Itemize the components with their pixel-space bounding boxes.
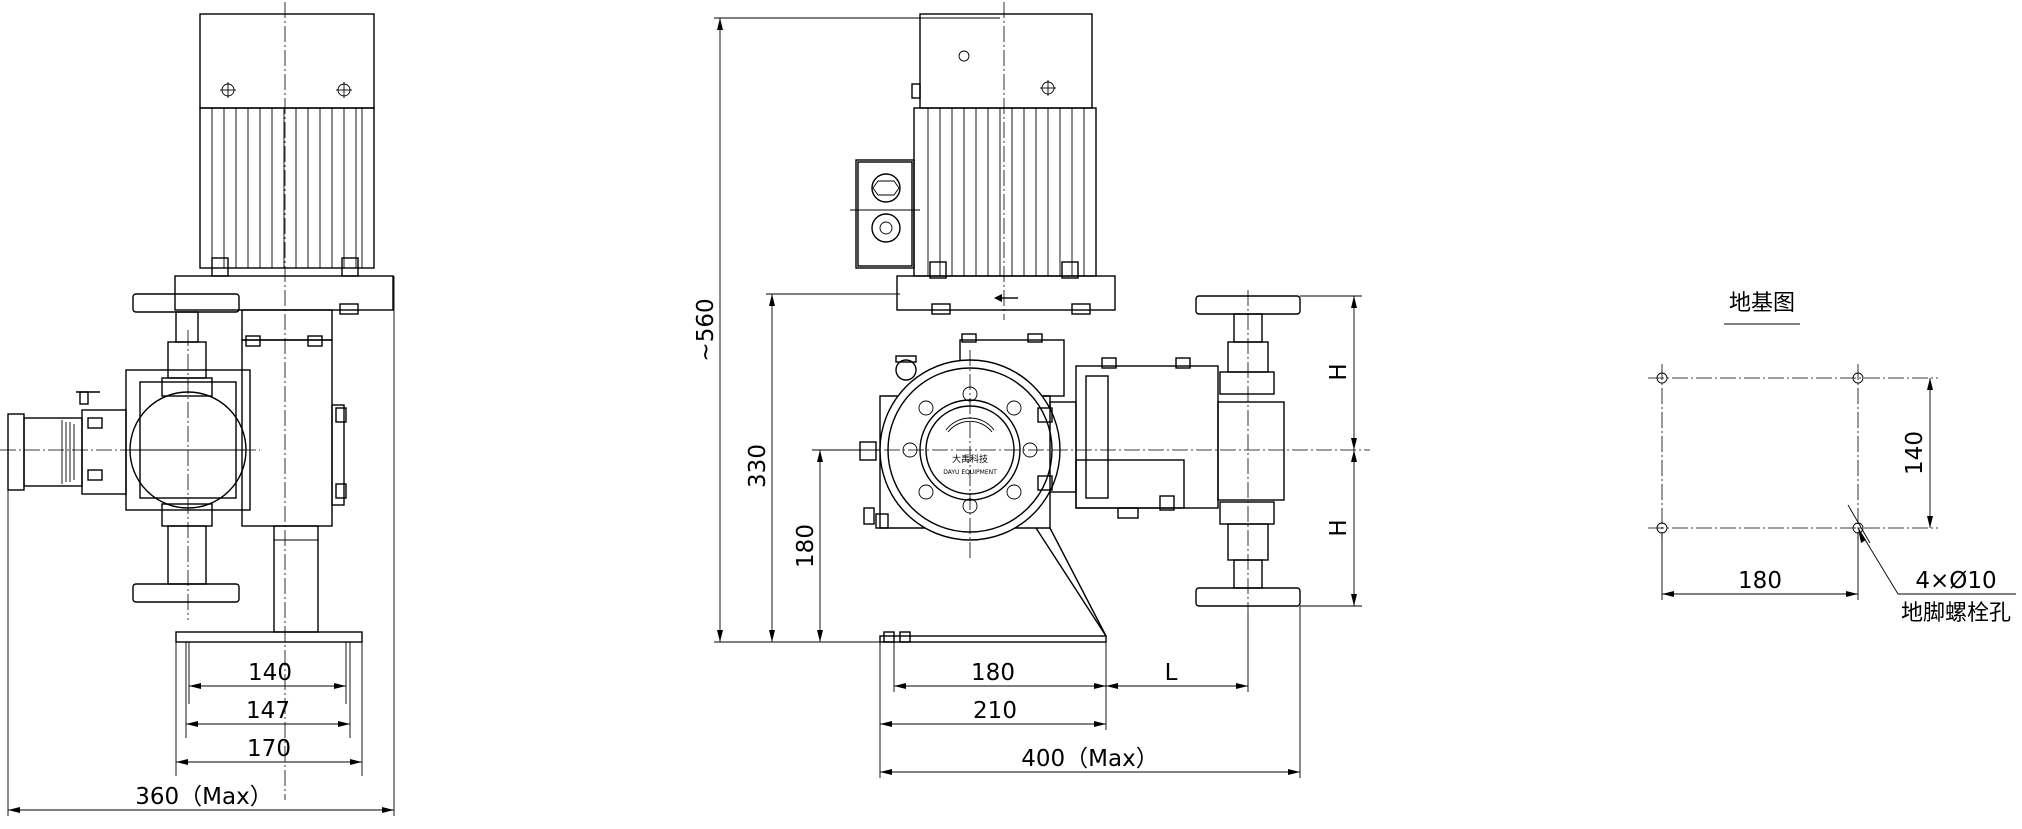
front-dim-210: 210 xyxy=(973,698,1017,724)
hole-spec: 4×Ø10 xyxy=(1915,568,1996,594)
side-motor xyxy=(199,13,375,277)
foundation-dim-180: 180 xyxy=(1738,568,1782,594)
side-upper-flange xyxy=(132,293,240,313)
front-dim-330: 330 xyxy=(745,444,771,488)
side-view: 140 147 170 360（Max） xyxy=(0,2,395,816)
foundation-title: 地基图 xyxy=(1729,291,1795,316)
front-motor-plate xyxy=(896,275,1116,311)
foundation-plan: 地基图 140 180 4×Ø10 地脚螺栓孔 xyxy=(1648,291,2016,626)
rotation-arrow xyxy=(994,294,1002,302)
side-dim-360-max: 360（Max） xyxy=(135,784,272,810)
front-dim-400-max: 400（Max） xyxy=(1021,746,1158,772)
front-motor xyxy=(911,13,1097,279)
anchor-hole xyxy=(1656,372,1668,384)
hole-note: 地脚螺栓孔 xyxy=(1901,601,2011,626)
front-dim-560: ~560 xyxy=(693,298,719,361)
front-dim-180-height: 180 xyxy=(793,524,819,568)
front-cylinder xyxy=(1037,357,1285,519)
front-dim-H-lower: H xyxy=(1326,519,1352,536)
side-dim-170: 170 xyxy=(247,736,291,762)
side-lower-flange xyxy=(132,583,240,603)
front-dim-L: L xyxy=(1165,660,1178,686)
front-view: 大禹科技 DAYU EQUIPMENT xyxy=(693,2,1370,778)
side-dim-140: 140 xyxy=(248,660,292,686)
front-dial: 大禹科技 DAYU EQUIPMENT xyxy=(859,355,1061,541)
front-base xyxy=(879,635,1107,643)
front-dim-H-upper: H xyxy=(1326,363,1352,380)
side-dim-147: 147 xyxy=(246,698,290,724)
side-base-plate xyxy=(175,631,363,643)
front-dim-180-width: 180 xyxy=(971,660,1015,686)
side-stroke-adjuster xyxy=(7,391,127,495)
anchor-hole xyxy=(1656,522,1668,534)
anchor-hole xyxy=(1852,372,1864,384)
foundation-dim-140: 140 xyxy=(1902,431,1928,475)
side-motor-plate xyxy=(174,275,394,311)
side-housing xyxy=(241,339,333,527)
front-terminal-box xyxy=(850,159,920,269)
